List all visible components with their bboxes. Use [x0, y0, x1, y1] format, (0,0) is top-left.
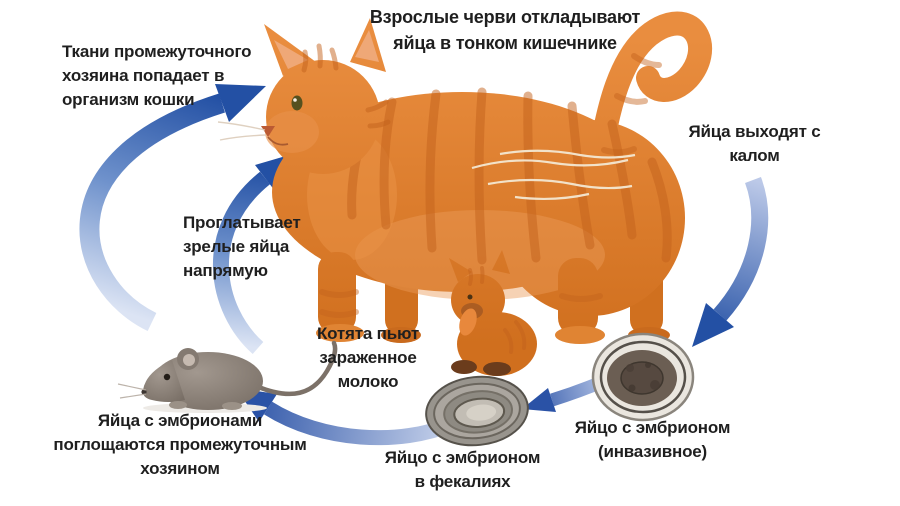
- mouse-illustration: [117, 340, 338, 413]
- label-egg-invasive: Яйцо с эмбрионом (инвазивное): [574, 418, 731, 462]
- cat-nose: [261, 126, 275, 137]
- egg-in-feces-illustration: [425, 375, 529, 447]
- cat-illustration: [217, 11, 713, 344]
- eggs-exit-arrow: [692, 177, 769, 347]
- mouse-eye: [163, 373, 171, 381]
- label-eggs-ingested: Яйца с эмбрионами поглощаются промежуточ…: [53, 411, 307, 479]
- label-kittens-milk: Котята пьют зараженное молоко: [316, 324, 420, 392]
- label-host-tissue: Ткани промежуточного хозяина попадает в …: [62, 42, 252, 110]
- worms-in-intestine: [471, 149, 636, 200]
- label-egg-in-feces: Яйцо с эмбрионом в фекалиях: [384, 448, 541, 492]
- host-tissue-to-cat-arrow: [79, 84, 266, 332]
- label-adult-worms: Взрослые черви откладывают яйца в тонком…: [369, 7, 641, 53]
- label-swallow-direct: Проглатывает зрелые яйца напрямую: [183, 213, 301, 281]
- cat-stripes: [347, 87, 672, 265]
- egg-invasive-illustration: [591, 332, 695, 422]
- kitten-illustration: [449, 250, 537, 376]
- label-eggs-exit: Яйца выходят с калом: [688, 122, 821, 166]
- cat-eye: [291, 95, 303, 111]
- mouse-tail: [253, 340, 338, 397]
- invasive-egg-to-feces-egg-arrow: [522, 375, 607, 412]
